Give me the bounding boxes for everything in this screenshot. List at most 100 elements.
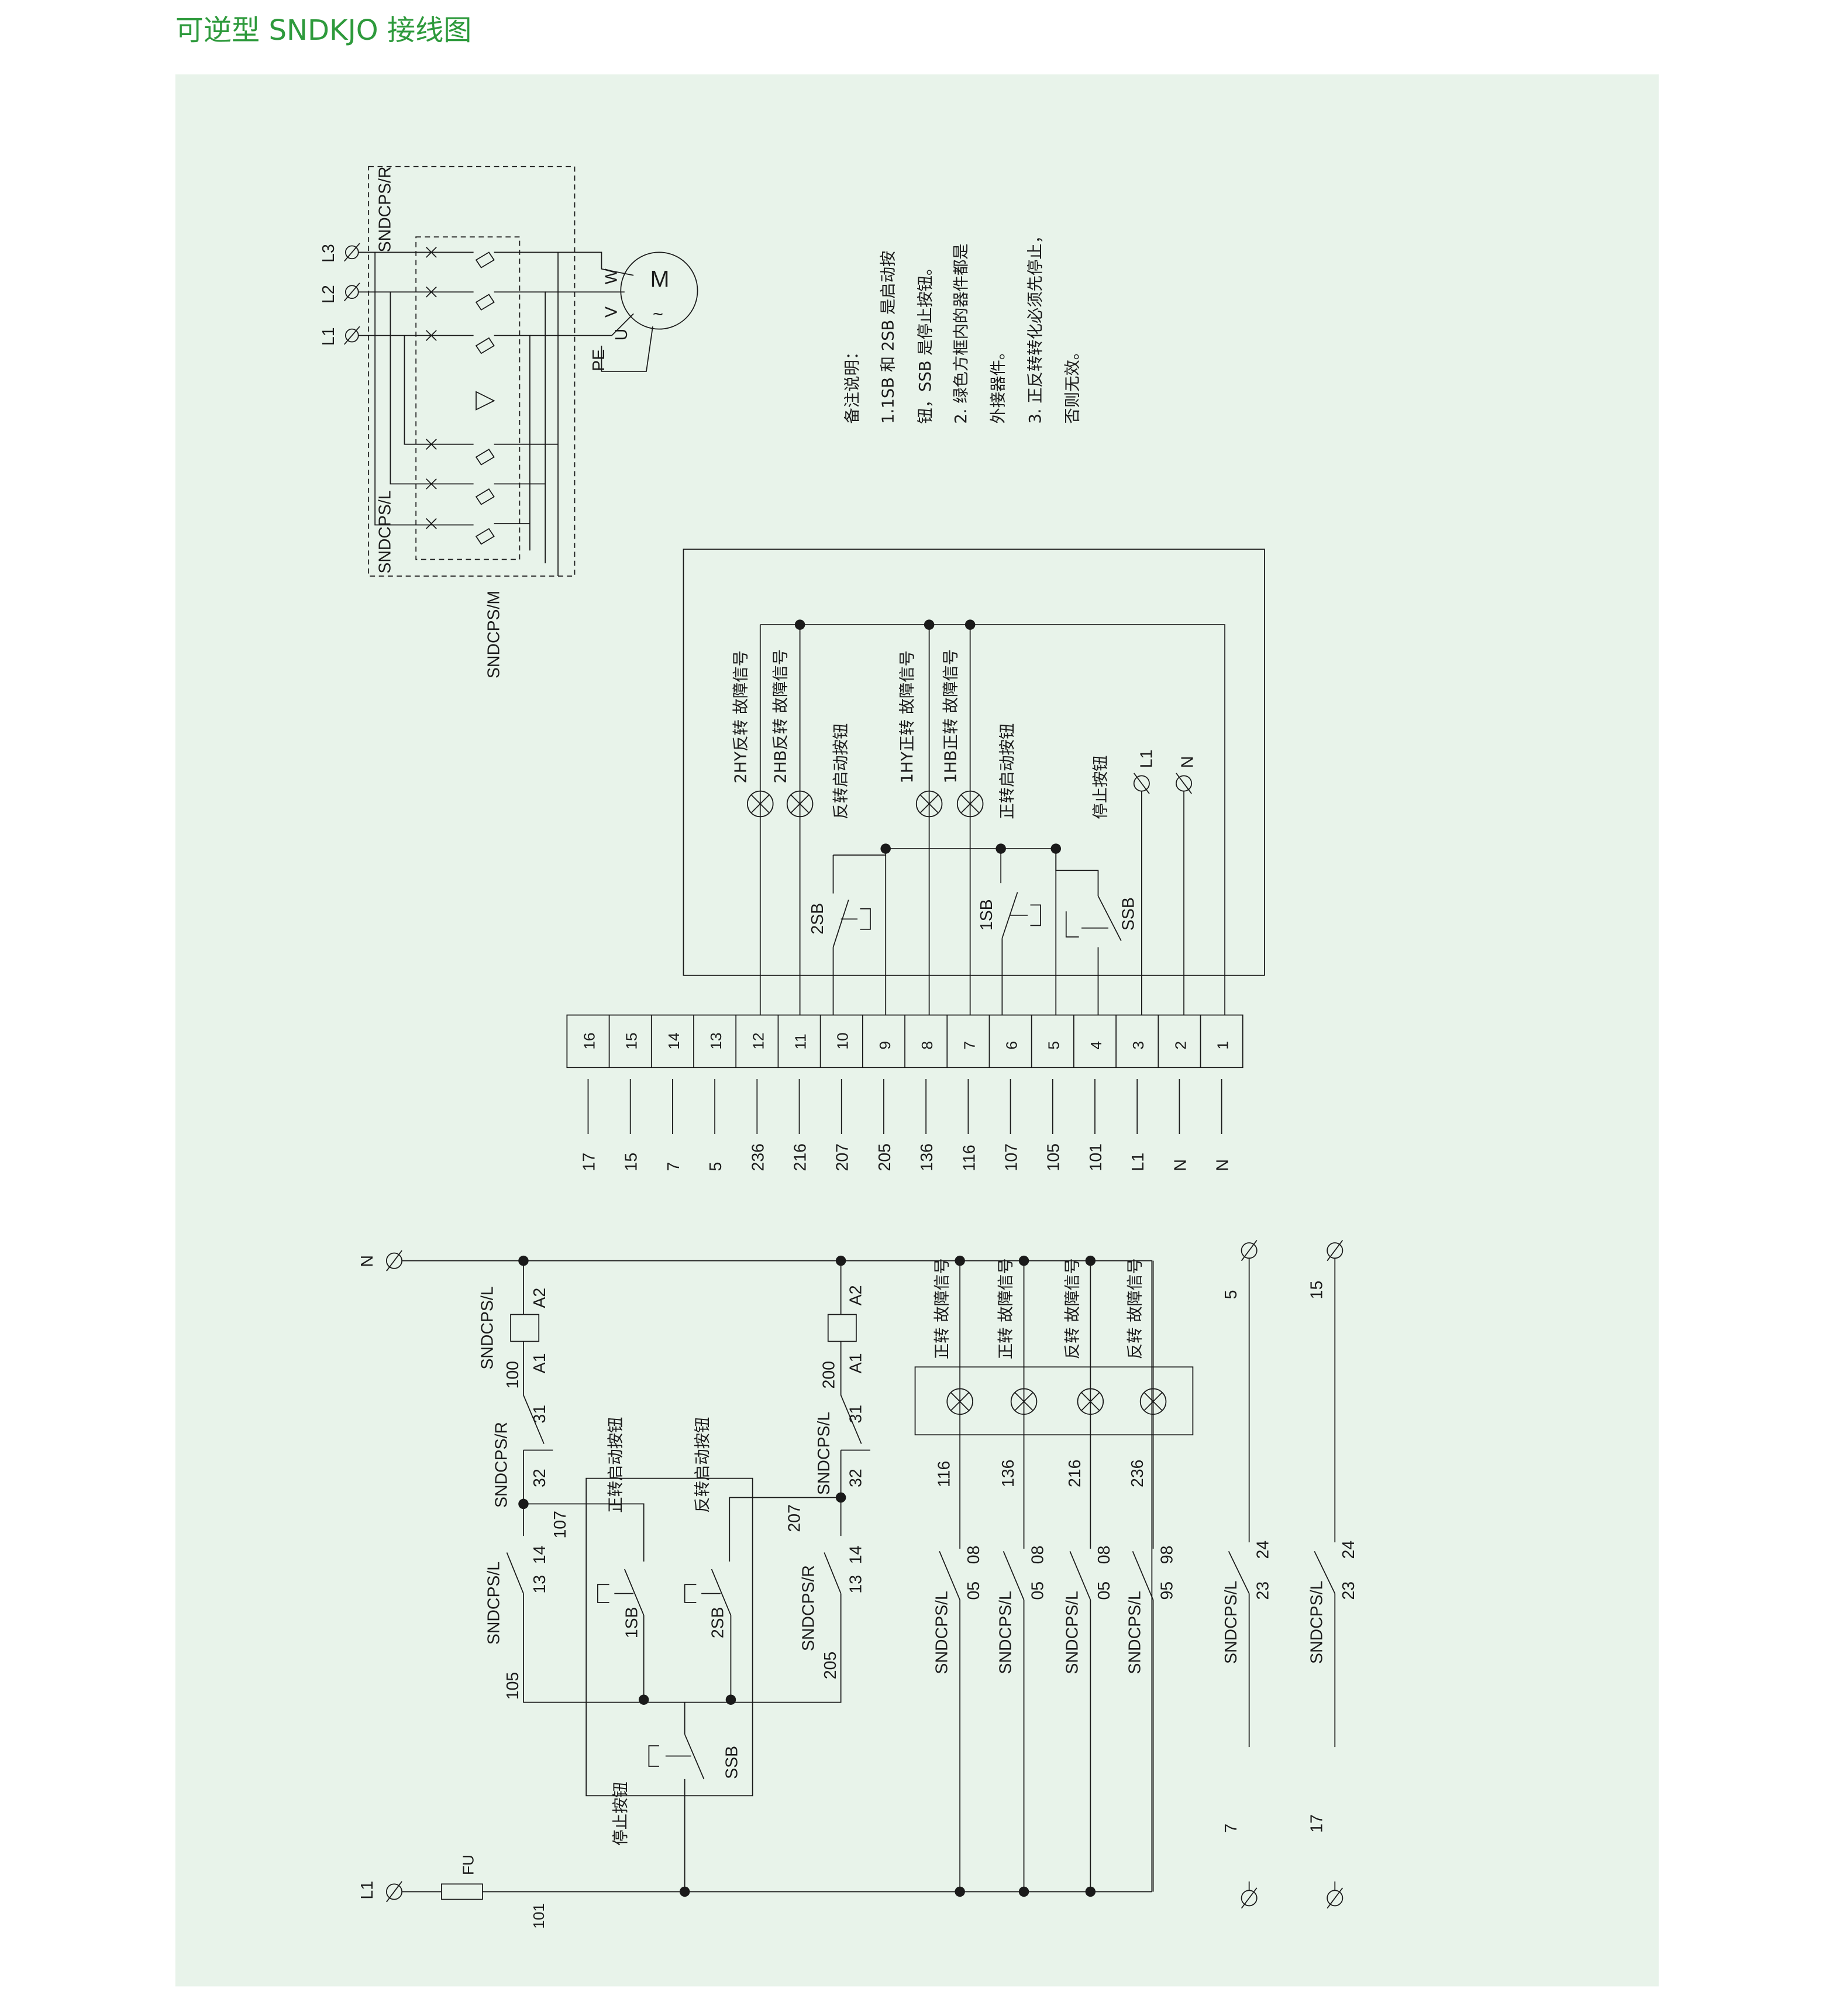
label-ssb: SSB — [722, 1746, 741, 1779]
label-n: N — [358, 1255, 377, 1267]
terminal-wire-label: 7 — [664, 1162, 683, 1171]
external-device-box — [683, 549, 1265, 976]
label-reverse-start: 反转启动按钮 — [694, 1417, 712, 1513]
fault-lamp-icon — [1077, 1388, 1104, 1415]
switch-ssb — [1055, 849, 1122, 1015]
note-line: 外接器件。 — [990, 344, 1008, 424]
label-forward-start: 正转启动按钮 — [607, 1417, 625, 1513]
aux-bottom-label: 17 — [1307, 1814, 1326, 1833]
terminal-number: 9 — [876, 1041, 894, 1050]
aux-bottom-label: 7 — [1222, 1824, 1241, 1833]
label-1sb: 1SB — [977, 899, 996, 931]
label-32: 32 — [530, 1469, 549, 1487]
terminal-number: 3 — [1129, 1041, 1147, 1050]
switch-2sb — [832, 855, 871, 1015]
fuse-icon — [441, 1883, 483, 1900]
label-nc2: SNDCPS/L — [815, 1412, 833, 1495]
terminal-wire-label: N — [1171, 1159, 1190, 1171]
terminal-number: 11 — [791, 1033, 809, 1049]
label-no2: SNDCPS/R — [800, 1565, 818, 1651]
label-contactor-m: SNDCPS/M — [484, 591, 503, 678]
label-l1: L1 — [319, 327, 338, 346]
label-105: 105 — [504, 1672, 522, 1700]
contact-terminal: 05 — [1095, 1581, 1114, 1600]
fault-wire — [1003, 1260, 1025, 1892]
label-fu: FU — [460, 1855, 477, 1875]
contact-terminal: 05 — [964, 1581, 983, 1600]
terminal-wire-label: 116 — [960, 1145, 979, 1171]
external-device-panel: 2HY反转 故障信号 2HB反转 故障信号 反转启动按钮 1HY正转 故障信号 … — [683, 549, 1265, 1015]
contact-label: SNDCPS/L — [932, 1591, 951, 1674]
label-a2: A2 — [530, 1288, 549, 1308]
label-2sb: 2SB — [708, 1607, 727, 1638]
terminal-wire-label: 216 — [791, 1143, 809, 1171]
contact-terminal: 23 — [1339, 1581, 1358, 1600]
label-lamp-1hy: 1HY正转 故障信号 — [898, 650, 917, 783]
note-line: 3. 正反转转化必须先停止， — [1026, 228, 1045, 424]
terminal-number: 6 — [1003, 1041, 1021, 1050]
pe-wire — [601, 326, 653, 372]
fault-wire — [939, 1260, 961, 1892]
coil-1 — [510, 1314, 540, 1342]
note-line: 否则无效。 — [1063, 344, 1081, 424]
terminal-number: 16 — [580, 1032, 598, 1049]
terminal-wire-label: 236 — [749, 1143, 767, 1171]
label-207: 207 — [786, 1504, 804, 1532]
label-14: 14 — [530, 1546, 549, 1564]
label-lamp-2hb: 2HB反转 故障信号 — [772, 649, 790, 783]
label-31: 31 — [847, 1405, 866, 1424]
contact-terminal: 08 — [1028, 1546, 1047, 1564]
fault-wire-label: 136 — [999, 1460, 1018, 1487]
terminal-number: 1 — [1214, 1041, 1232, 1050]
fault-lamp-label: 反转 故障信号 — [1127, 1258, 1145, 1359]
contact-terminal: 24 — [1254, 1541, 1273, 1559]
terminal-wire-label: 136 — [918, 1143, 936, 1171]
note-line: 钮，SSB 是停止按钮。 — [917, 260, 935, 424]
terminal-number: 4 — [1087, 1041, 1105, 1050]
fault-lamp-box — [914, 1366, 1194, 1436]
label-107: 107 — [551, 1511, 570, 1538]
terminal-wire-label: 105 — [1045, 1143, 1063, 1171]
contact-label: SNDCPS/L — [1063, 1591, 1081, 1674]
terminal-number: 10 — [834, 1032, 852, 1049]
terminal-number: 5 — [1045, 1041, 1063, 1050]
label-l1: L1 — [358, 1881, 377, 1900]
lamp-1hy-icon — [915, 790, 943, 818]
label-13: 13 — [530, 1575, 549, 1594]
label-no1: SNDCPS/L — [484, 1562, 503, 1645]
fault-lamp-label: 正转 故障信号 — [997, 1258, 1015, 1359]
lamp-2hy-icon — [747, 790, 774, 818]
external-buttons-box — [585, 1477, 753, 1797]
label-31: 31 — [530, 1405, 549, 1424]
label-forward-start: 正转启动按钮 — [998, 723, 1017, 819]
terminal-number: 13 — [707, 1032, 725, 1049]
terminal-wire-label: N — [1214, 1159, 1232, 1171]
notes: 备注说明： 1.1SB 和 2SB 是启动按 钮，SSB 是停止按钮。 2. 绿… — [843, 228, 1081, 424]
label-2sb: 2SB — [808, 903, 827, 935]
terminal-number: 12 — [749, 1032, 767, 1049]
label-contactor-l: SNDCPS/L — [376, 490, 394, 573]
fault-lamp-label: 正转 故障信号 — [933, 1258, 951, 1359]
terminal-number: 8 — [918, 1041, 936, 1050]
label-lamp-2hy: 2HY反转 故障信号 — [732, 650, 750, 783]
label-a2: A2 — [847, 1285, 866, 1305]
fault-lamp-icon — [1010, 1388, 1038, 1415]
control-circuit: N L1 FU 101 SNDCPS/L A2 A1 100 31 32 SND… — [358, 1240, 1358, 1929]
terminal-wire-label: 17 — [580, 1153, 598, 1171]
terminal-n-icon — [1176, 773, 1193, 794]
contact-label: SNDCPS/L — [1126, 1591, 1145, 1674]
label-14: 14 — [847, 1546, 866, 1564]
terminal-wire-label: 205 — [876, 1143, 894, 1171]
label-reverse-start: 反转启动按钮 — [832, 723, 850, 819]
terminal-number: 7 — [960, 1041, 978, 1050]
fault-lamp-label: 反转 故障信号 — [1063, 1258, 1081, 1359]
contact-terminal: 05 — [1028, 1581, 1047, 1600]
terminal-wire-label: 207 — [833, 1143, 852, 1171]
contact-label: SNDCPS/L — [1222, 1581, 1241, 1664]
terminal-wire-label: 15 — [622, 1153, 641, 1171]
fault-wire-label: 236 — [1128, 1460, 1147, 1487]
